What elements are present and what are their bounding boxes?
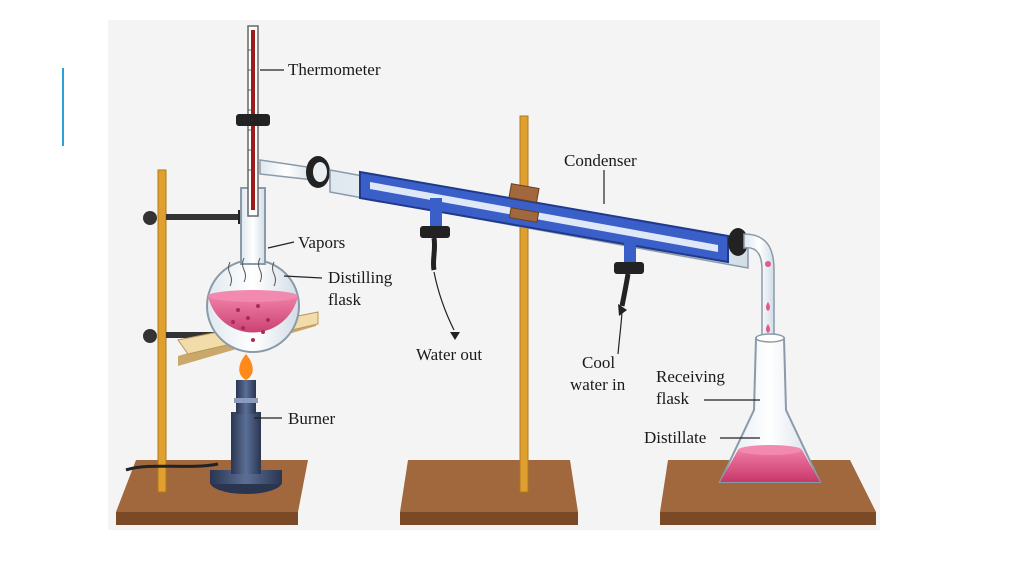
- leader-lines: [254, 69, 760, 439]
- accent-bar: [62, 68, 64, 146]
- label-thermometer: Thermometer: [288, 60, 381, 79]
- base-right: [660, 460, 876, 525]
- diagram-canvas: Thermometer Condenser Vapors Distilling …: [108, 20, 880, 530]
- distillation-diagram: Thermometer Condenser Vapors Distilling …: [108, 20, 880, 530]
- label-distilling-flask-line1: Distilling: [328, 268, 393, 287]
- label-cool-water-in-line2: water in: [570, 375, 626, 394]
- label-distillate: Distillate: [644, 428, 706, 447]
- bubbles: [231, 304, 270, 342]
- rod-left: [157, 169, 167, 493]
- label-vapors: Vapors: [298, 233, 345, 252]
- arrow-heads: [450, 304, 627, 340]
- label-distilling-flask-line2: flask: [328, 290, 362, 309]
- outlet-adapter: [728, 228, 775, 339]
- label-cool-water-in-line1: Cool: [582, 353, 615, 372]
- label-condenser: Condenser: [564, 151, 637, 170]
- base-left: [116, 460, 308, 525]
- flame: [239, 354, 253, 380]
- thermometer: [236, 25, 270, 217]
- joint-left: [306, 156, 330, 188]
- burner: [125, 354, 282, 494]
- condenser: [329, 169, 749, 307]
- vapor-wisps: [228, 257, 276, 287]
- receiving-flask: [718, 333, 822, 483]
- label-water-out: Water out: [416, 345, 482, 364]
- label-receiving-flask-line2: flask: [656, 389, 690, 408]
- rod-middle: [519, 115, 529, 493]
- base-middle: [400, 460, 578, 525]
- label-burner: Burner: [288, 409, 336, 428]
- label-receiving-flask-line1: Receiving: [656, 367, 725, 386]
